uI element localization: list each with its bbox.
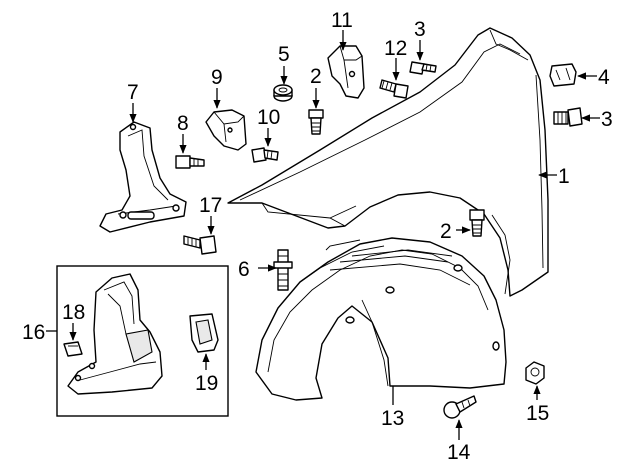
callout-labels: 1 2 2 3 3 4 5 6 7 8 9 10 11 12 13 14 15 … [22,9,613,464]
callout-4: 4 [598,66,610,89]
callout-11: 11 [331,9,353,32]
leader-lines [46,30,600,440]
callout-5: 5 [278,43,290,66]
callout-18: 18 [62,301,85,324]
callout-17: 17 [199,194,222,217]
bracket-9-part [205,109,247,151]
callout-15: 15 [526,402,549,425]
callout-2-right: 2 [440,220,452,243]
bolt-3-upper-part [409,61,437,75]
bolt-2-right-part [469,209,485,237]
callout-14: 14 [447,441,471,464]
callout-8: 8 [177,112,189,135]
clip-nut-4-part [549,63,577,87]
callout-6: 6 [238,258,250,281]
callout-7: 7 [127,81,139,104]
nut-15-part [525,361,545,385]
screw-14-part [443,395,477,419]
nut-5-part [273,84,293,102]
callout-9: 9 [211,66,223,89]
bracket-11-part [327,45,365,99]
callout-12: 12 [384,37,407,60]
bolt-3-right-part [553,107,583,127]
stud-6-part [273,249,293,291]
callout-2-upper: 2 [310,65,322,88]
callout-19: 19 [195,372,218,395]
callout-3-right: 3 [601,108,613,131]
bolt-10-part [251,147,279,163]
inset-box-16 [56,265,229,417]
bracket-7-part [99,121,187,233]
callout-3-upper: 3 [414,18,426,41]
callout-13: 13 [381,407,404,430]
callout-16: 16 [22,321,45,344]
fender-liner-part [255,237,507,401]
callout-10: 10 [257,106,280,129]
bolt-12-part [379,79,409,99]
bolt-17-part [183,235,217,255]
bolt-2-upper-part [308,109,324,135]
bolt-8-part [175,155,205,169]
callout-1: 1 [558,165,570,188]
